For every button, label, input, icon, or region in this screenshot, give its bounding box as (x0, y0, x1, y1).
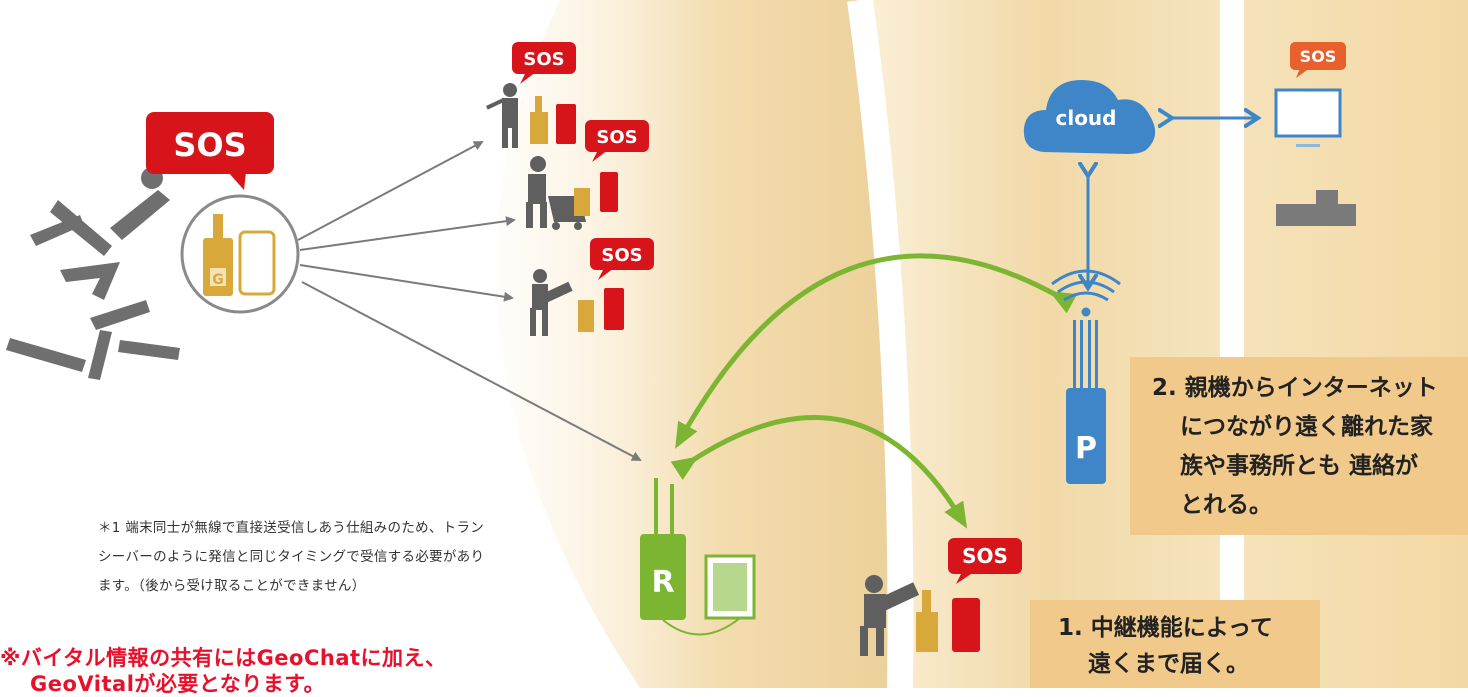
box2-line: 族や事務所とも 連絡が (1180, 453, 1419, 479)
box2-line: とれる。 (1180, 492, 1272, 518)
svg-text:SOS: SOS (173, 126, 246, 164)
sos-bubble-office: SOS (1290, 42, 1346, 78)
vital-note: ※バイタル情報の共有にはGeoChatに加え、 GeoVitalが必要となります… (0, 645, 640, 697)
box2-line: 2. 親機からインターネット (1152, 375, 1438, 401)
box1-line: 遠くまで届く。 (1088, 651, 1249, 677)
range-band-2 (860, 0, 1230, 688)
box1-line: 1. 中継機能によって (1058, 615, 1273, 641)
footnote-line: ＊1 端末同士が無線で直接送受信しあう仕組みのため、トラン (98, 520, 485, 536)
repeater-device-icon: R (640, 478, 741, 636)
smartphone-icon (238, 230, 276, 296)
footnote: ＊1 端末同士が無線で直接送受信しあう仕組みのため、トラン シーバーのように発信… (98, 514, 538, 601)
cloud-icon: cloud (1023, 80, 1156, 154)
worker-1: SOS (485, 42, 576, 148)
svg-text:SOS: SOS (1300, 47, 1337, 66)
footnote-line: シーバーのように発信と同じタイミングで受信する必要があり (98, 549, 485, 565)
worker-icon (860, 575, 920, 656)
walkie-talkie-icon: G (203, 214, 233, 296)
range-band-3 (1230, 0, 1468, 688)
walkie-talkie-icon (530, 112, 548, 144)
svg-text:SOS: SOS (523, 49, 564, 70)
solar-panel-icon (704, 554, 756, 620)
explanation-box-2: 2. 親機からインターネット につながり遠く離れた家 族や事務所とも 連絡が と… (1130, 357, 1468, 535)
worker-icon (485, 83, 518, 148)
worker-3: SOS (530, 238, 654, 336)
walkie-talkie-icon (574, 188, 590, 216)
worker-2: SOS (526, 120, 649, 230)
worker-4: SOS (860, 538, 1022, 656)
sos-bubble-worker1: SOS (512, 42, 576, 84)
parent-device-icon: P (1066, 320, 1106, 484)
svg-text:SOS: SOS (601, 245, 642, 266)
monitor-icon (1274, 88, 1342, 147)
smartphone-icon (600, 172, 618, 212)
vital-note-line: GeoVitalが必要となります。 (30, 672, 326, 696)
walkie-talkie-icon (578, 300, 594, 332)
svg-text:R: R (651, 565, 674, 600)
smartphone-icon (556, 104, 576, 144)
sos-bubble-worker4: SOS (948, 538, 1022, 584)
svg-text:SOS: SOS (596, 127, 637, 148)
relay-arrows (670, 253, 1078, 529)
walkie-talkie-icon (916, 612, 938, 652)
footnote-line: ます。（後から受け取ることができません） (98, 578, 366, 594)
svg-text:SOS: SOS (962, 544, 1008, 568)
explanation-box-1: 1. 中継機能によって 遠くまで届く。 (1030, 600, 1320, 688)
sos-bubble-worker3: SOS (590, 238, 654, 280)
svg-text:P: P (1075, 431, 1097, 466)
fallen-person-icon (6, 167, 180, 380)
vital-note-line: ※バイタル情報の共有にはGeoChatに加え、 (0, 646, 447, 670)
broadcast-arrows (297, 141, 642, 461)
range-band-1 (496, 0, 900, 688)
svg-text:cloud: cloud (1055, 106, 1116, 130)
building-icon (1276, 190, 1356, 226)
sos-bubble-worker2: SOS (585, 120, 649, 162)
svg-text:G: G (212, 272, 224, 288)
smartphone-icon (604, 288, 624, 330)
main-device-group: G (180, 194, 300, 314)
box2-line: につながり遠く離れた家 (1180, 414, 1433, 440)
worker-icon (530, 269, 573, 336)
smartphone-icon (952, 598, 980, 652)
sos-bubble-main: SOS (146, 112, 274, 190)
